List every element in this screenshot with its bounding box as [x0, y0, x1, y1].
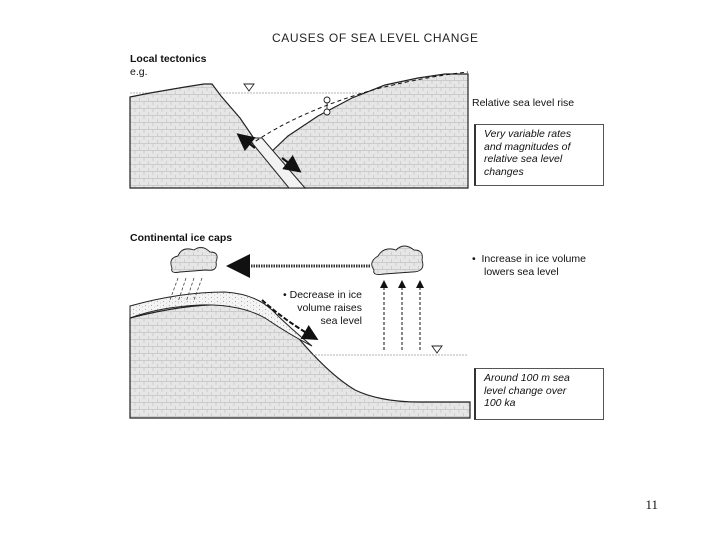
- ice-sheet: [129, 291, 313, 347]
- cloud-icon: [371, 245, 424, 275]
- figure-title: CAUSES OF SEA LEVEL CHANGE: [272, 31, 479, 45]
- decrease-ice-note: • Decrease in ice volume raises sea leve…: [268, 289, 362, 328]
- bullet-icon: •: [472, 253, 482, 265]
- fault-zone: [246, 137, 307, 189]
- tectonics-panel: [129, 71, 469, 189]
- sea-level-triangle-icon: [243, 83, 255, 92]
- tectonics-note-line: Very variable rates: [484, 128, 572, 140]
- tectonics-note-line: and magnitudes of: [484, 140, 571, 153]
- relative-sea-level-rise-label: Relative sea level rise: [472, 97, 575, 109]
- uplift-marker-icon: [323, 108, 331, 116]
- page-number: 11: [645, 497, 658, 512]
- sea-level-triangle-icon: [431, 345, 443, 354]
- ice-note-box: Around 100 m sea level change over 100 k…: [474, 368, 604, 420]
- fault-up-arrow-icon: [281, 155, 302, 173]
- tectonics-note-box: Very variable rates and magnitudes of re…: [474, 124, 604, 186]
- tectonic-left-block: [129, 83, 307, 189]
- fault-down-arrow-icon: [236, 133, 256, 152]
- increase-line: Increase in ice volume: [481, 253, 586, 265]
- bullet-icon: •: [283, 289, 290, 301]
- precipitation-lines: [169, 277, 203, 303]
- meltwater-flow-arrow-icon: [261, 299, 319, 341]
- tectonics-subheading: e.g.: [130, 66, 148, 78]
- decrease-line: Decrease in ice: [289, 289, 362, 301]
- cloud-icon: [170, 247, 218, 273]
- tectonic-right-block: [267, 73, 469, 189]
- decrease-line: volume raises: [297, 302, 362, 314]
- ice-note-line: level change over: [484, 384, 567, 397]
- ice-note-line: 100 ka: [484, 397, 516, 409]
- uplift-marker-icon: [323, 96, 331, 104]
- tectonics-heading: Local tectonics: [130, 53, 207, 65]
- ice-note-line: Around 100 m sea: [484, 372, 570, 384]
- former-profile-dashed: [249, 71, 469, 146]
- ice-heading: Continental ice caps: [130, 232, 233, 244]
- increase-line: lowers sea level: [484, 266, 559, 278]
- ice-panel: [129, 245, 471, 419]
- increase-ice-note: • Increase in ice volume lowers sea leve…: [472, 253, 586, 279]
- tectonics-note-line: changes: [484, 165, 524, 178]
- decrease-line: sea level: [320, 315, 362, 327]
- tectonics-note-line: relative sea level: [484, 153, 563, 165]
